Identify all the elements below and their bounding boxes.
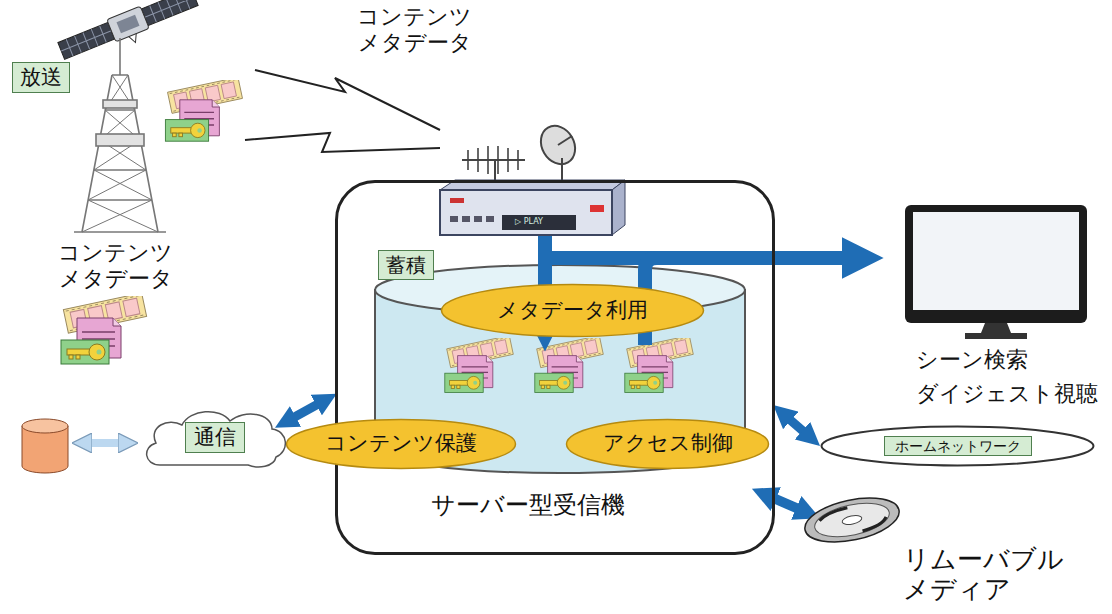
broadcast-tower xyxy=(103,100,137,108)
broadcast-tower xyxy=(82,75,158,232)
tv-set xyxy=(913,212,1079,310)
recorder xyxy=(474,216,482,222)
recorder xyxy=(450,198,464,203)
label-tag: 蓄積 xyxy=(378,250,434,280)
tv-set xyxy=(965,333,1027,339)
db-arrow xyxy=(88,439,122,447)
node-text: ホームネットワーク xyxy=(884,436,1032,457)
caption-label: コンテンツ メタデータ xyxy=(357,4,472,57)
data-flow-arrow xyxy=(545,251,850,265)
content-icon xyxy=(445,336,693,393)
recorder xyxy=(450,216,458,222)
recorder xyxy=(590,205,604,212)
tv-set xyxy=(905,205,1087,339)
cloud-node: 通信 xyxy=(140,405,290,470)
caption-label: コンテンツ メタデータ xyxy=(58,240,173,293)
recorder xyxy=(440,180,625,235)
node-text: サーバー型受信機 xyxy=(338,491,718,520)
recorder xyxy=(612,180,625,235)
node-text: メタデータ利用 xyxy=(497,298,648,323)
broadcast-tower xyxy=(82,38,158,232)
recorder xyxy=(462,216,470,222)
tv-set xyxy=(981,323,1011,333)
node-text: 放送 xyxy=(20,65,62,89)
ellipse-node: アクセス制御 xyxy=(565,418,770,470)
database xyxy=(22,419,68,433)
broadcast-tower xyxy=(88,75,152,200)
label-tag: 放送 xyxy=(12,62,70,93)
disc xyxy=(812,497,893,542)
disc xyxy=(801,490,903,549)
satellite-icon xyxy=(57,0,203,70)
display-text: ▷ PLAY xyxy=(515,217,543,227)
receiver-frame: 蓄積メタデータ利用コンテンツ保護アクセス制御サーバー型受信機 xyxy=(335,180,775,555)
satellite-icon xyxy=(141,0,198,26)
ellipse-shape xyxy=(822,427,1094,466)
tv-set xyxy=(905,205,1087,323)
node-text: アクセス制御 xyxy=(603,431,733,456)
content-icon xyxy=(445,336,513,393)
radio-wave xyxy=(255,70,440,130)
disc xyxy=(801,490,903,549)
broadcast-tower xyxy=(74,38,166,232)
broadcast-tower xyxy=(74,231,166,233)
caption-label: シーン検索 ダイジェスト視聴 xyxy=(916,343,1098,411)
satellite-icon xyxy=(116,15,139,34)
media-arrow xyxy=(771,497,801,510)
content-icon xyxy=(165,77,242,141)
cloud-shape xyxy=(147,412,286,467)
ring-node: ホームネットワーク xyxy=(820,425,1095,467)
ellipse-node: コンテンツ保護 xyxy=(285,418,517,470)
double-arrow-connector xyxy=(291,403,320,419)
content-icon xyxy=(61,77,242,364)
recorder xyxy=(502,215,576,230)
content-icon xyxy=(61,293,147,364)
ellipse-shape xyxy=(442,285,704,337)
db-arrow xyxy=(88,439,122,447)
ellipse-node: メタデータ利用 xyxy=(440,283,705,338)
content-icon xyxy=(625,336,693,393)
broadcast-tower xyxy=(96,134,144,146)
disc xyxy=(818,500,888,539)
radio-wave xyxy=(245,70,440,152)
satellite-icon xyxy=(107,6,149,42)
database xyxy=(22,419,68,473)
ellipse-shape xyxy=(287,420,516,469)
node-text: コンテンツ保護 xyxy=(325,431,477,456)
recorder xyxy=(440,190,612,235)
node-text: 通信 xyxy=(185,422,245,453)
caption-label: リムーバブル メディア xyxy=(903,545,1064,605)
satellite-icon xyxy=(58,0,198,59)
node-text: 蓄積 xyxy=(386,253,426,277)
double-arrow-connector xyxy=(787,417,806,433)
antenna xyxy=(468,146,518,174)
media-arrow xyxy=(771,497,801,510)
disc xyxy=(841,514,862,526)
content-icon xyxy=(535,336,603,393)
radio-wave xyxy=(245,133,440,152)
satellite-icon xyxy=(129,34,139,44)
recorder xyxy=(486,216,494,222)
ellipse-shape xyxy=(567,420,769,469)
